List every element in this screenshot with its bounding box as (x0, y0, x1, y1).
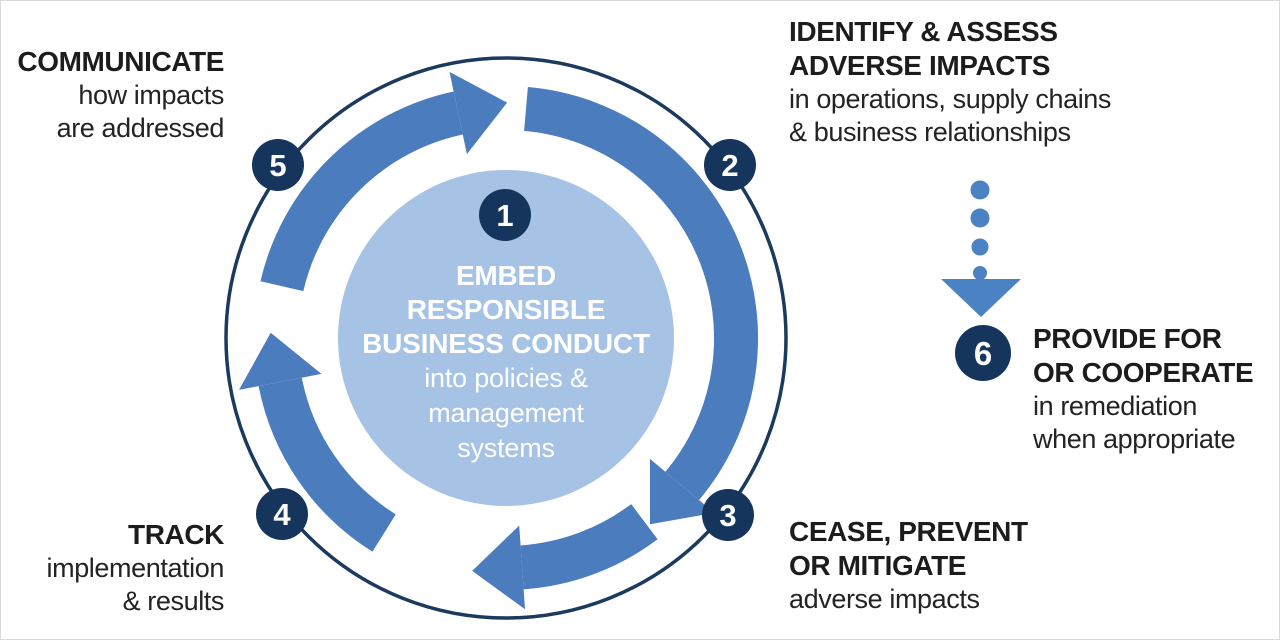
label-provide: PROVIDE FOR OR COOPERATE in remediation … (1033, 322, 1273, 456)
label-identify-title: IDENTIFY & ASSESS (789, 16, 1058, 47)
step-badge-6: 6 (955, 325, 1011, 381)
center-sub-line: management (428, 398, 584, 428)
dot-3 (971, 238, 989, 256)
label-provide-sub: when appropriate (1033, 424, 1236, 454)
cycle-arrow-right (523, 86, 759, 501)
center-title-line: BUSINESS CONDUCT (362, 328, 650, 359)
dot-2 (970, 208, 990, 228)
outer-ring-circle (224, 56, 788, 620)
label-identify-title: ADVERSE IMPACTS (789, 50, 1051, 81)
cycle-arrow-bottom (520, 503, 658, 590)
center-sub-line: into policies & (424, 363, 588, 393)
dot-1 (970, 180, 990, 200)
label-track-sub: & results (122, 586, 225, 616)
label-provide-sub: in remediation (1033, 391, 1197, 421)
label-provide-title: PROVIDE FOR (1033, 323, 1222, 354)
cycle-arrowhead-left (239, 332, 322, 390)
step-badge-2: 2 (704, 139, 756, 191)
label-communicate-sub: how impacts (78, 80, 224, 110)
label-identify: IDENTIFY & ASSESS ADVERSE IMPACTS in ope… (789, 15, 1209, 149)
label-cease-title: CEASE, PREVENT (789, 516, 1028, 547)
label-communicate: COMMUNICATE how impacts are addressed (1, 45, 225, 145)
dotted-arrowhead (941, 279, 1021, 317)
cycle-arrow-left (258, 377, 397, 552)
step-badge-3: 3 (702, 489, 754, 541)
dot-4 (973, 266, 987, 280)
label-identify-sub: & business relationships (789, 117, 1071, 147)
dotted-connector-arrow (941, 180, 1021, 317)
cycle-arrowhead-right (650, 458, 715, 525)
label-communicate-sub: are addressed (56, 113, 225, 143)
cycle-arrowhead-bottom (472, 525, 525, 610)
label-identify-sub: in operations, supply chains (789, 84, 1112, 114)
label-provide-title: OR COOPERATE (1033, 357, 1254, 388)
label-cease-title: OR MITIGATE (789, 550, 967, 581)
step-badge-4: 4 (256, 488, 308, 540)
label-track: TRACK implementation & results (1, 518, 225, 618)
center-title-line: RESPONSIBLE (406, 294, 606, 325)
label-cease-sub: adverse impacts (789, 584, 980, 614)
step-badge-1: 1 (479, 189, 531, 241)
center-circle (338, 170, 674, 506)
cycle-arrowhead-top (449, 71, 508, 155)
center-label: EMBED RESPONSIBLE BUSINESS CONDUCT into … (336, 259, 676, 466)
center-title-line: EMBED (455, 260, 557, 291)
center-sub-line: systems (457, 433, 555, 463)
step-badge-5: 5 (252, 139, 304, 191)
label-communicate-title: COMMUNICATE (17, 46, 224, 77)
label-track-sub: implementation (46, 553, 225, 583)
label-cease: CEASE, PREVENT OR MITIGATE adverse impac… (789, 515, 1109, 616)
cycle-arrow-top (260, 91, 464, 292)
label-track-title: TRACK (128, 519, 224, 550)
